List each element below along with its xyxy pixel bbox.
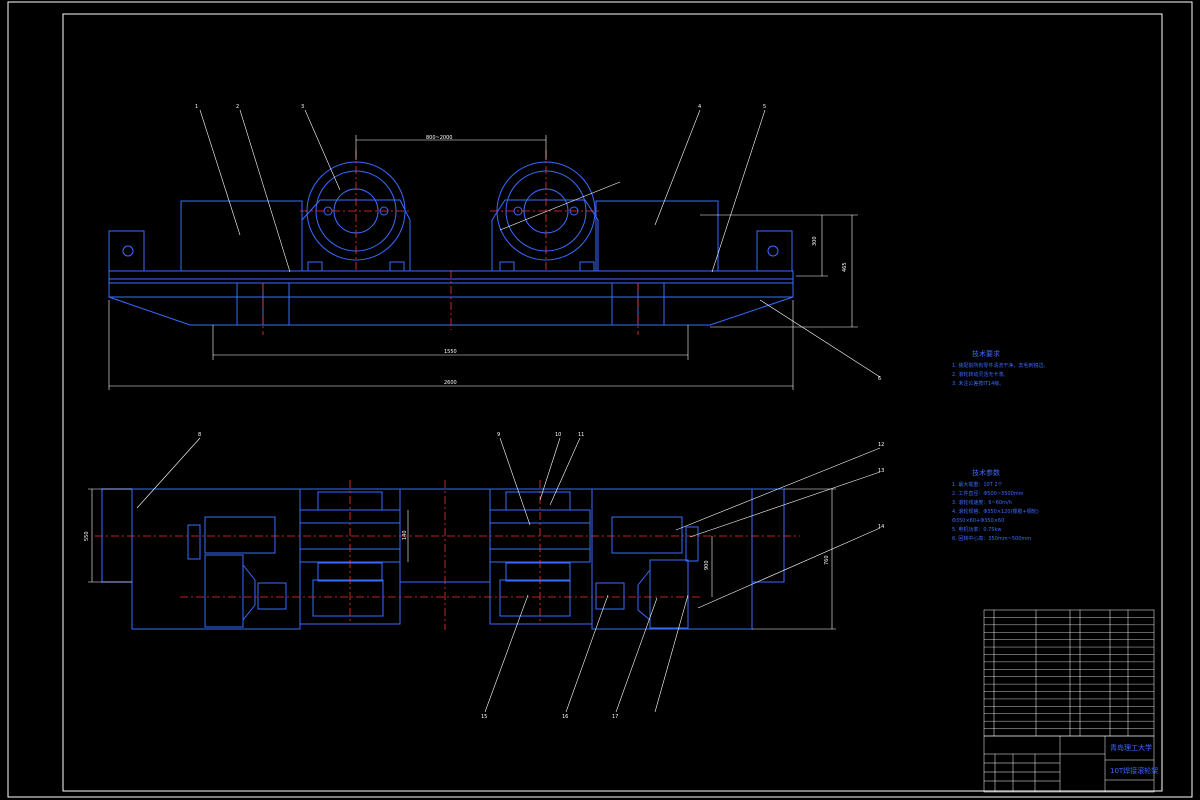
- parts-list-grid: [983, 609, 1155, 737]
- tech-requirements-title: 技术要求: [972, 349, 1000, 358]
- drawing-title: 10T焊接滚轮架: [1110, 766, 1158, 775]
- callout-17: 17: [612, 714, 618, 720]
- callout-10: 10: [555, 432, 561, 438]
- callout-16: 16: [562, 714, 568, 720]
- plan-view: [101, 488, 785, 630]
- tech-req-line-2: 2. 滚轮转动灵活无卡滞。: [952, 371, 1008, 378]
- tech-param-line-4: 4. 滚轮规格：Φ350×120(橡胶+钢轮): [952, 508, 1039, 515]
- dim-plan-small: 140: [402, 530, 408, 540]
- outer-frame: [7, 1, 1193, 798]
- dim-bearing-span: 1550: [444, 349, 457, 355]
- parts-list-rows: [984, 617, 1154, 729]
- dim-plan-width-mid: 900: [704, 560, 710, 570]
- callout-5: 5: [763, 104, 766, 110]
- dim-plan-width-left: 550: [84, 531, 90, 541]
- tech-req-line-3: 3. 未注公差按IT14级。: [952, 380, 1004, 387]
- callout-2: 2: [236, 104, 239, 110]
- plan-leaders: [136, 437, 881, 713]
- tech-param-line-2: 2. 工件直径：Φ500~3500mm: [952, 490, 1024, 497]
- callout-11: 11: [578, 432, 584, 438]
- front-leaders: [199, 109, 881, 378]
- dim-wheel-spacing: 800~2000: [426, 135, 452, 141]
- callout-4: 4: [698, 104, 701, 110]
- dim-height-total: 465: [842, 262, 848, 272]
- tech-param-line-5: Φ350×60+Φ350×60: [952, 518, 1004, 524]
- front-centerlines: [262, 150, 639, 335]
- front-view: [108, 161, 794, 326]
- front-dimensions: [108, 135, 858, 390]
- callout-3: 3: [301, 104, 304, 110]
- callout-13: 13: [878, 468, 884, 474]
- tech-param-line-6: 5. 电机功率：0.75kw: [952, 526, 1001, 533]
- plan-dimensions: [88, 488, 836, 630]
- tech-params-title: 技术参数: [972, 468, 1000, 477]
- callout-12: 12: [878, 442, 884, 448]
- callout-8: 8: [198, 432, 201, 438]
- callout-15: 15: [481, 714, 487, 720]
- dim-plan-width-right: 760: [824, 555, 830, 565]
- tech-param-line-3: 3. 滚轮线速度：6~60m/h: [952, 499, 1012, 506]
- dim-height-upper: 300: [812, 236, 818, 246]
- inner-frame: [62, 13, 1163, 792]
- callout-9: 9: [497, 432, 500, 438]
- title-block: [983, 735, 1155, 793]
- plan-centerlines: [95, 480, 800, 630]
- dim-overall-length: 2600: [444, 380, 457, 386]
- callout-1: 1: [195, 104, 198, 110]
- tech-req-line-1: 1. 装配前所有零件清洗干净，去毛刺锐边。: [952, 362, 1048, 369]
- callout-6: 6: [878, 376, 881, 382]
- school-name: 青岛理工大学: [1110, 743, 1152, 752]
- tech-param-line-1: 1. 最大载重：10T 2个: [952, 481, 1003, 488]
- callout-14: 14: [878, 524, 884, 530]
- tech-param-line-7: 6. 回转中心高：350mm~500mm: [952, 535, 1031, 542]
